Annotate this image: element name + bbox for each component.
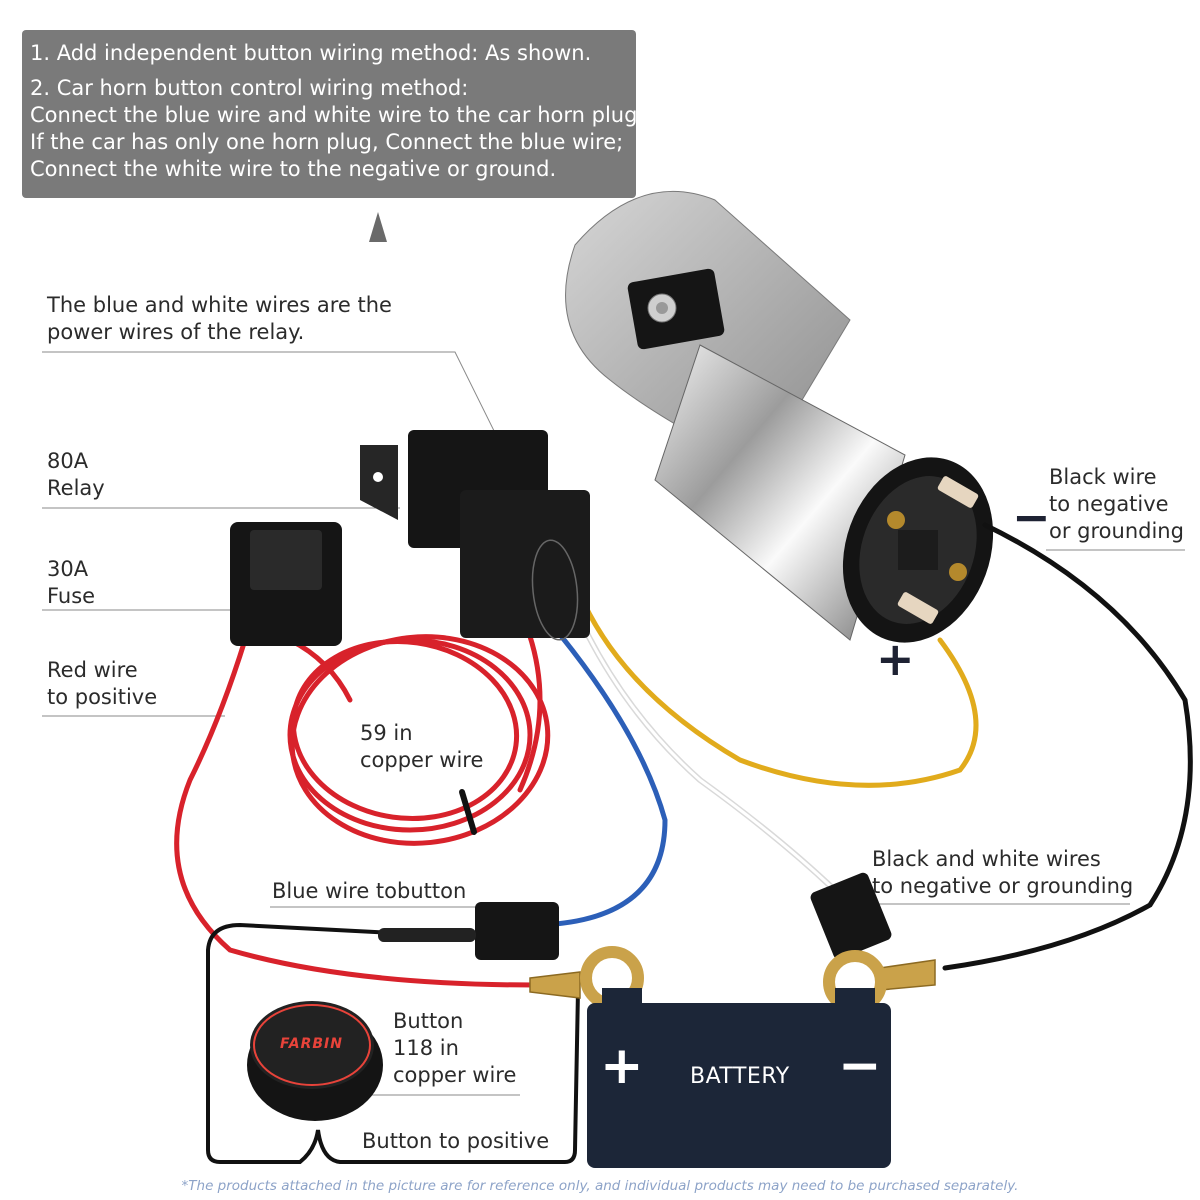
button-label-line-3: copper wire: [393, 1063, 517, 1087]
relay: [360, 430, 590, 638]
black-wire-label: Black wire to negative or grounding: [1049, 464, 1184, 545]
yellow-wire: [575, 587, 979, 788]
instruction-line-2: 2. Car horn button control wiring method…: [30, 76, 469, 100]
footnote: *The products attached in the picture ar…: [181, 1178, 1019, 1194]
fuse-holder: [230, 522, 342, 646]
battery: [587, 988, 891, 1168]
horn: [565, 190, 994, 643]
copper-59-label-line-2: copper wire: [360, 748, 484, 772]
black-wire-label-line-1: Black wire: [1049, 465, 1157, 489]
black-wire-label-line-3: or grounding: [1049, 519, 1184, 543]
relay-label-line-2: Relay: [47, 476, 105, 500]
button-label-line-1: Button: [393, 1009, 464, 1033]
relay-power-label: The blue and white wires are the power w…: [47, 292, 392, 346]
red-wire-label: Red wire to positive: [47, 657, 157, 711]
relay-label-line-1: 80A: [47, 449, 89, 473]
relay-terminal-highlight: [531, 539, 579, 641]
instruction-line-1: 1. Add independent button wiring method:…: [30, 41, 592, 65]
black-white-label-line-1: Black and white wires: [872, 847, 1101, 871]
instruction-note: 1. Add independent button wiring method:…: [22, 30, 645, 198]
pointer-triangle: [369, 212, 387, 242]
relay-power-label-line-1: The blue and white wires are the: [47, 293, 392, 317]
battery-plus-symbol: +: [600, 1036, 644, 1096]
inline-connector: [378, 902, 559, 960]
black-wire-label-line-2: to negative: [1049, 492, 1169, 516]
battery-label: BATTERY: [690, 1064, 790, 1089]
blue-button-label-line: Blue wire tobutton: [272, 879, 467, 903]
fuse-label: 30A Fuse: [47, 556, 95, 610]
red-copper-coil: [287, 634, 551, 846]
copper-59-label: 59 in copper wire: [360, 720, 483, 774]
black-white-label-line-2: to negative or grounding: [872, 874, 1134, 898]
button-positive-label-line: Button to positive: [362, 1129, 550, 1153]
horn-plus-symbol: +: [876, 632, 915, 686]
blue-wire: [537, 617, 668, 928]
instruction-line-5: Connect the white wire to the negative o…: [30, 157, 557, 181]
battery-minus-symbol: −: [838, 1036, 882, 1096]
red-wire: [174, 637, 538, 988]
relay-power-label-line-2: power wires of the relay.: [47, 320, 305, 344]
instruction-line-3: Connect the blue wire and white wire to …: [30, 103, 645, 127]
brand-logo-text: FARBIN: [280, 1036, 343, 1052]
red-wire-label-line-1: Red wire: [47, 658, 138, 682]
button-label: Button 118 in copper wire: [393, 1008, 516, 1089]
button-positive-label: Button to positive: [362, 1128, 549, 1155]
red-wire-label-line-2: to positive: [47, 685, 158, 709]
fuse-label-line-2: Fuse: [47, 584, 96, 608]
push-button: [247, 1001, 383, 1121]
black-wire: [942, 522, 1193, 971]
relay-label: 80A Relay: [47, 448, 105, 502]
blue-button-label: Blue wire tobutton: [272, 878, 466, 905]
black-white-label: Black and white wires to negative or gro…: [872, 846, 1133, 900]
instruction-line-4: If the car has only one horn plug, Conne…: [30, 130, 624, 154]
white-wire: [560, 577, 853, 908]
fuse-label-line-1: 30A: [47, 557, 89, 581]
horn-minus-symbol: −: [1012, 490, 1051, 544]
copper-59-label-line-1: 59 in: [360, 721, 413, 745]
button-label-line-2: 118 in: [393, 1036, 459, 1060]
button-wire: [206, 922, 580, 1164]
wires: [174, 522, 1193, 1164]
ground-connector: [810, 872, 892, 960]
